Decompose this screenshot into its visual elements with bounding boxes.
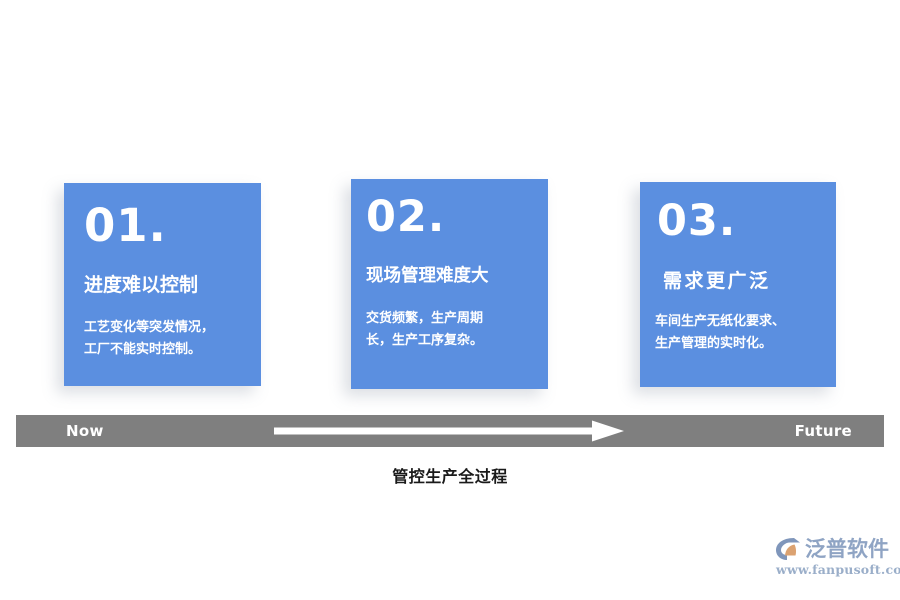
- fanpu-logo-mark-icon: [776, 538, 800, 560]
- card-title: 进度难以控制: [84, 274, 199, 296]
- info-card-01: 01. 进度难以控制 工艺变化等突发情况， 工厂不能实时控制。: [64, 183, 261, 386]
- card-description-line-2: 工厂不能实时控制。: [84, 342, 202, 357]
- card-description-line-1: 工艺变化等突发情况，: [84, 320, 215, 335]
- right-arrow-icon: [274, 420, 624, 442]
- timeline-end-label: Future: [794, 422, 852, 440]
- diagram-caption: 管控生产全过程: [392, 467, 508, 486]
- card-number: 02.: [366, 192, 446, 242]
- logo-row: 泛普软件: [774, 536, 890, 562]
- timeline-bar: Now Future: [16, 415, 884, 447]
- card-description-line-2: 长，生产工序复杂。: [366, 332, 484, 348]
- brand-logo: 泛普软件 www.fanpusoft.com: [774, 536, 900, 584]
- info-card-02: 02. 现场管理难度大 交货频繁，生产周期 长，生产工序复杂。: [351, 179, 548, 389]
- card-title: 现场管理难度大: [366, 266, 489, 286]
- card-description-line-1: 交货频繁，生产周期: [366, 310, 484, 326]
- timeline-start-label: Now: [66, 422, 104, 440]
- logo-website-url: www.fanpusoft.com: [776, 562, 900, 577]
- card-description-line-1: 车间生产无纸化要求、: [655, 314, 786, 329]
- info-card-03: 03. 需求更广泛 车间生产无纸化要求、 生产管理的实时化。: [640, 182, 836, 387]
- card-title: 需求更广泛: [663, 270, 771, 292]
- card-number: 03.: [657, 196, 737, 246]
- card-number: 01.: [84, 199, 167, 252]
- logo-brand-name: 泛普软件: [805, 536, 889, 561]
- card-description-line-2: 生产管理的实时化。: [655, 336, 773, 351]
